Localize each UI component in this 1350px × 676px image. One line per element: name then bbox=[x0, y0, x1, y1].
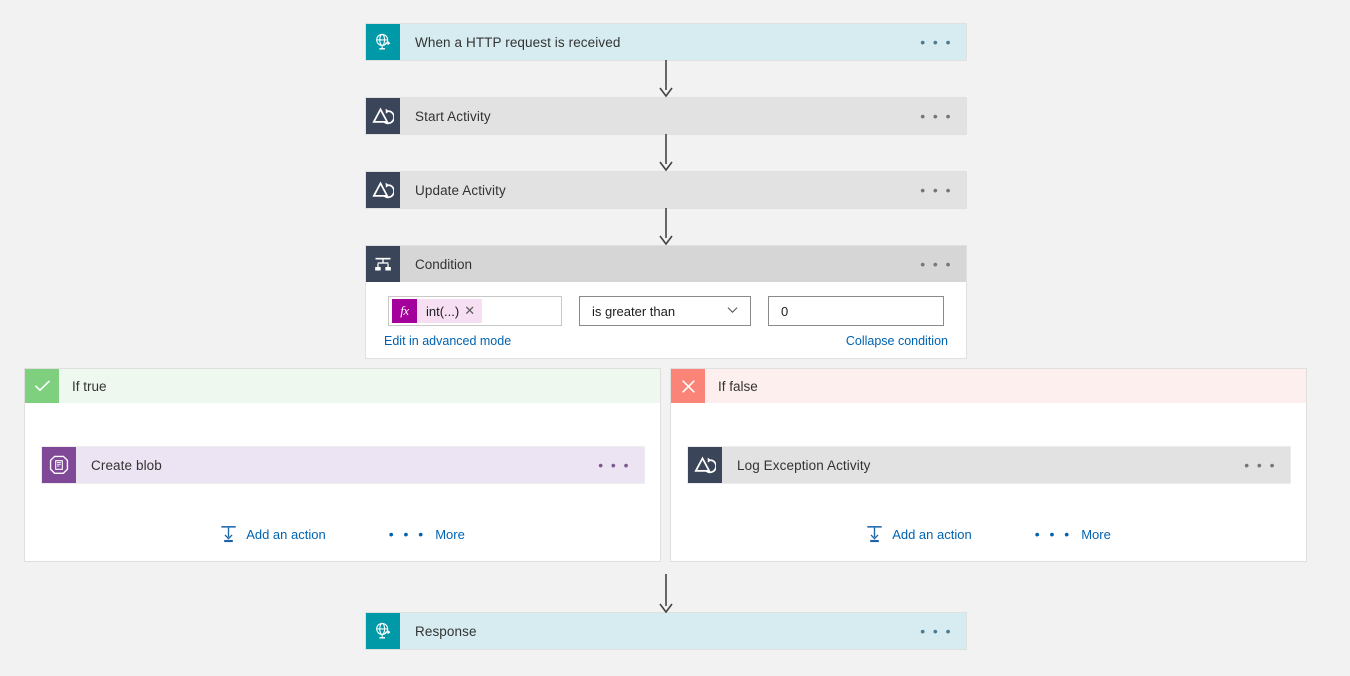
condition-header-body: Condition • • • bbox=[400, 246, 966, 282]
add-action-icon bbox=[220, 525, 237, 543]
condition-operator-value: is greater than bbox=[592, 303, 676, 319]
node-menu-button[interactable]: • • • bbox=[920, 108, 953, 124]
node-menu-button[interactable]: • • • bbox=[920, 182, 953, 198]
node-title: When a HTTP request is received bbox=[415, 34, 621, 50]
condition-left-operand-input[interactable]: fx int(...) ✕ bbox=[388, 296, 562, 326]
connector-arrow bbox=[655, 60, 677, 98]
connector-arrow bbox=[655, 574, 677, 614]
http-request-icon bbox=[366, 24, 400, 60]
fx-icon: fx bbox=[392, 299, 417, 323]
node-body: Log Exception Activity • • • bbox=[722, 447, 1290, 483]
more-label: More bbox=[1081, 526, 1111, 542]
condition-branch-icon bbox=[366, 246, 400, 282]
expression-token[interactable]: int(...) ✕ bbox=[417, 299, 483, 323]
cross-icon bbox=[671, 369, 705, 403]
branch-header-true: If true bbox=[25, 369, 660, 403]
node-when-http-request-received[interactable]: When a HTTP request is received • • • bbox=[366, 24, 966, 60]
node-body: Start Activity • • • bbox=[400, 98, 966, 134]
node-body: Response • • • bbox=[400, 613, 966, 649]
more-button-true[interactable]: • • • More bbox=[389, 527, 465, 542]
condition-header: Condition • • • bbox=[366, 246, 966, 282]
branch-label-true: If true bbox=[59, 369, 660, 403]
branch-actions-false: Add an action • • • More bbox=[671, 525, 1306, 543]
node-response[interactable]: Response • • • bbox=[366, 613, 966, 649]
add-action-icon bbox=[866, 525, 883, 543]
azure-blob-storage-icon bbox=[42, 447, 76, 483]
more-dots-icon: • • • bbox=[1034, 526, 1073, 542]
edit-in-advanced-mode-link[interactable]: Edit in advanced mode bbox=[384, 334, 512, 348]
node-title: Response bbox=[415, 623, 477, 639]
condition-right-operand-value: 0 bbox=[781, 303, 789, 319]
node-title: Create blob bbox=[91, 457, 162, 473]
branch-actions-true: Add an action • • • More bbox=[25, 525, 660, 543]
node-title: Update Activity bbox=[415, 182, 506, 198]
add-an-action-label: Add an action bbox=[892, 526, 972, 542]
node-title: Log Exception Activity bbox=[737, 457, 871, 473]
node-menu-button[interactable]: • • • bbox=[920, 34, 953, 50]
condition-expression-row: fx int(...) ✕ is greater than 0 bbox=[366, 282, 966, 326]
azure-devops-icon bbox=[366, 98, 400, 134]
node-log-exception-activity[interactable]: Log Exception Activity • • • bbox=[688, 447, 1290, 483]
node-create-blob[interactable]: Create blob • • • bbox=[42, 447, 644, 483]
branch-label-false: If false bbox=[705, 369, 1306, 403]
condition-right-operand-input[interactable]: 0 bbox=[768, 296, 944, 326]
more-dots-icon: • • • bbox=[388, 526, 427, 542]
add-an-action-button-false[interactable]: Add an action bbox=[866, 525, 972, 543]
checkmark-icon bbox=[25, 369, 59, 403]
node-body: Create blob • • • bbox=[76, 447, 644, 483]
node-menu-button[interactable]: • • • bbox=[920, 256, 953, 272]
add-an-action-label: Add an action bbox=[246, 526, 326, 542]
connector-arrow bbox=[655, 208, 677, 246]
node-body: When a HTTP request is received • • • bbox=[400, 24, 966, 60]
more-button-false[interactable]: • • • More bbox=[1035, 527, 1111, 542]
close-icon[interactable]: ✕ bbox=[464, 303, 476, 318]
branch-if-true: If true Create blob • • • bbox=[25, 369, 660, 561]
branch-if-false: If false Log Exception Activity • • • bbox=[671, 369, 1306, 561]
node-menu-button[interactable]: • • • bbox=[1244, 457, 1277, 473]
node-start-activity[interactable]: Start Activity • • • bbox=[366, 98, 966, 134]
node-condition[interactable]: Condition • • • fx int(...) ✕ is greater… bbox=[366, 246, 966, 358]
azure-devops-icon bbox=[688, 447, 722, 483]
more-label: More bbox=[435, 526, 465, 542]
node-menu-button[interactable]: • • • bbox=[920, 623, 953, 639]
node-update-activity[interactable]: Update Activity • • • bbox=[366, 172, 966, 208]
collapse-condition-link[interactable]: Collapse condition bbox=[845, 334, 948, 348]
http-response-icon bbox=[366, 613, 400, 649]
expression-token-label: int(...) bbox=[426, 303, 460, 319]
node-title: Start Activity bbox=[415, 108, 491, 124]
azure-devops-icon bbox=[366, 172, 400, 208]
node-title: Condition bbox=[415, 256, 473, 272]
condition-operator-select[interactable]: is greater than bbox=[579, 296, 751, 326]
add-an-action-button-true[interactable]: Add an action bbox=[220, 525, 326, 543]
condition-links: Edit in advanced mode Collapse condition bbox=[366, 326, 966, 348]
connector-arrow bbox=[655, 134, 677, 172]
chevron-down-icon bbox=[727, 304, 738, 315]
node-menu-button[interactable]: • • • bbox=[598, 457, 631, 473]
branch-header-false: If false bbox=[671, 369, 1306, 403]
node-body: Update Activity • • • bbox=[400, 172, 966, 208]
